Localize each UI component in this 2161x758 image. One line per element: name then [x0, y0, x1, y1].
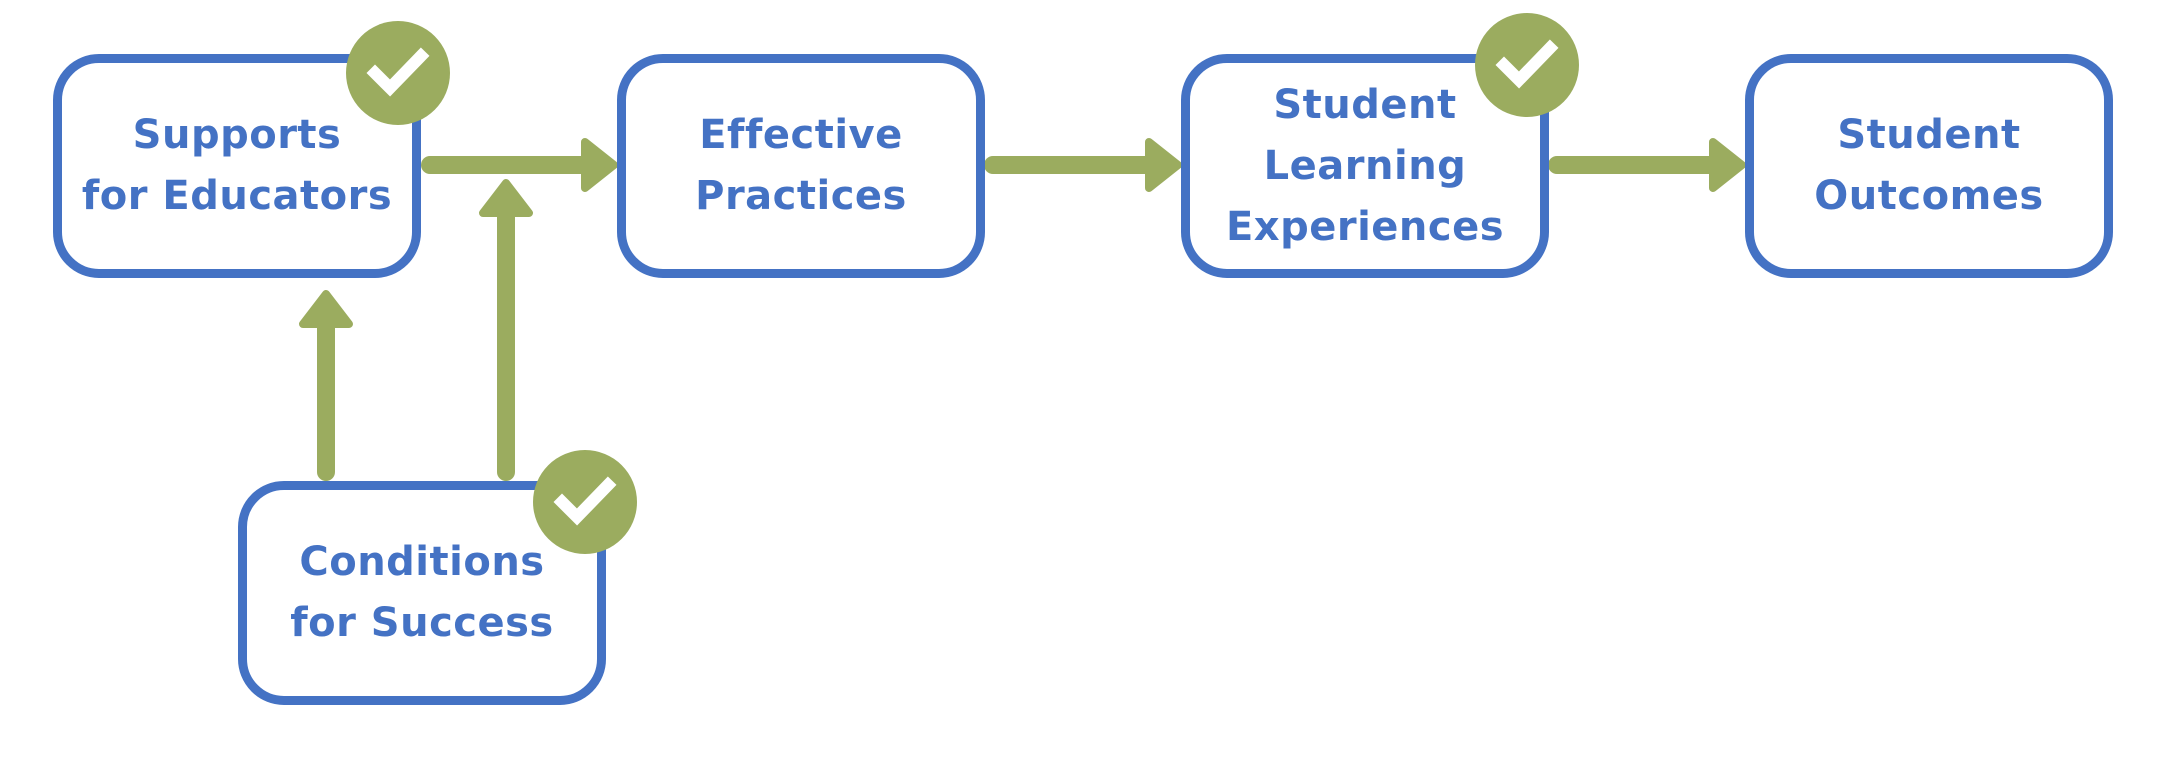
node-label: Student Outcomes [1814, 112, 2044, 219]
node-label: Supports for Educators [81, 112, 393, 219]
check-icon [1495, 39, 1559, 89]
node-label: Effective Practices [695, 112, 907, 219]
node-student-outcomes: Student Outcomes [1745, 54, 2113, 278]
arrowhead-conditions-to-practices [479, 179, 533, 217]
arrowhead-supports-to-practices [581, 138, 618, 192]
check-badge-experiences [1475, 13, 1579, 117]
arrowhead-conditions-to-supports [299, 290, 353, 328]
check-badge-conditions [533, 450, 637, 554]
check-icon [366, 47, 430, 97]
node-label: Student Learning Experiences [1225, 81, 1505, 250]
check-badge-supports [346, 21, 450, 125]
check-icon [553, 476, 617, 526]
node-effective-practices: Effective Practices [617, 54, 985, 278]
arrowhead-experiences-to-outcomes [1709, 138, 1746, 192]
arrowhead-practices-to-experiences [1145, 138, 1182, 192]
node-label: Conditions for Success [290, 539, 554, 646]
node-supports-for-educators: Supports for Educators [53, 54, 421, 278]
